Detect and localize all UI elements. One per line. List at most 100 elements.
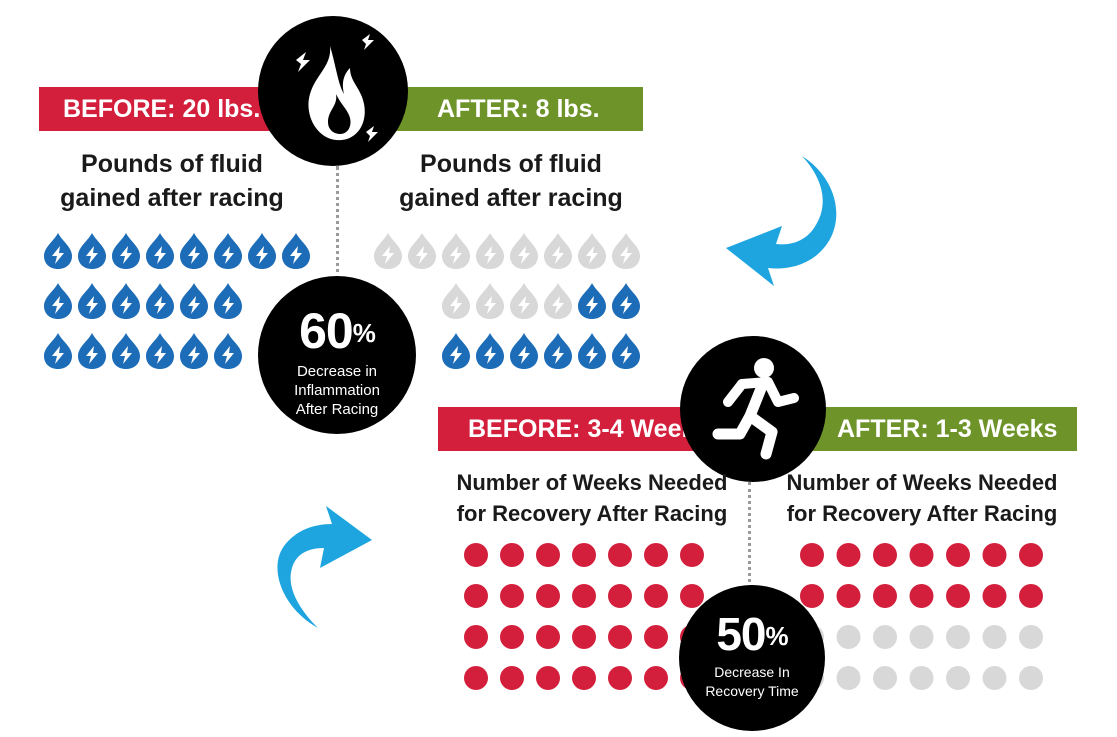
- recovery-value: 50%: [679, 611, 825, 657]
- water-drop-icon: [476, 283, 504, 319]
- water-drop-icon: [578, 333, 606, 369]
- before-fluid-label: BEFORE: 20 lbs.: [63, 94, 261, 123]
- week-dot: [680, 543, 704, 567]
- water-drop-icon: [442, 283, 470, 319]
- week-dot: [946, 543, 970, 567]
- water-drop-icon: [214, 333, 242, 369]
- week-dot: [873, 584, 897, 608]
- after-fluid-label: AFTER: 8 lbs.: [437, 94, 600, 123]
- week-dot: [536, 584, 560, 608]
- heading-line: gained after racing: [399, 184, 623, 212]
- inflammation-number: 60: [299, 303, 354, 359]
- inflammation-line: Inflammation: [294, 382, 380, 399]
- water-drop-icon: [112, 283, 140, 319]
- water-drop-icon: [578, 283, 606, 319]
- week-dot: [608, 666, 632, 690]
- water-drop-icon: [282, 233, 310, 269]
- recovery-divider: [748, 482, 751, 600]
- week-dot: [572, 666, 596, 690]
- week-dot: [1019, 584, 1043, 608]
- week-dot: [680, 584, 704, 608]
- water-drop-icon: [612, 233, 640, 269]
- water-drop-icon: [544, 333, 572, 369]
- week-dot: [536, 625, 560, 649]
- before-recovery-banner: BEFORE: 3-4 Weeks: [438, 407, 709, 451]
- week-dot: [572, 543, 596, 567]
- water-drop-icon: [248, 233, 276, 269]
- week-dot: [608, 543, 632, 567]
- week-dot: [572, 584, 596, 608]
- after-recovery-dots: [800, 543, 1043, 690]
- fluid-divider: [336, 166, 339, 280]
- water-drop-icon: [180, 283, 208, 319]
- after-fluid-drops: [374, 233, 640, 369]
- week-dot: [464, 584, 488, 608]
- water-drop-icon: [78, 333, 106, 369]
- water-drop-icon: [44, 333, 72, 369]
- water-drop-icon: [442, 333, 470, 369]
- heading-line: Number of Weeks Needed: [456, 470, 728, 495]
- week-dot: [982, 625, 1007, 649]
- week-dot: [873, 543, 897, 567]
- after-fluid-heading: Pounds of fluid gained after racing: [361, 147, 661, 215]
- inflammation-line: Decrease in: [296, 363, 378, 380]
- heading-line: gained after racing: [60, 184, 284, 212]
- week-dot: [500, 666, 524, 690]
- water-drop-icon: [476, 333, 504, 369]
- week-dot: [608, 584, 632, 608]
- flame-lightning-icon: [296, 34, 378, 142]
- week-dot: [946, 666, 970, 690]
- before-recovery-label: BEFORE: 3-4 Weeks: [468, 414, 710, 443]
- water-drop-icon: [374, 233, 402, 269]
- week-dot: [500, 625, 524, 649]
- inflammation-stat-circle: 60% Decrease in Inflammation After Racin…: [258, 276, 416, 434]
- week-dot: [644, 625, 668, 649]
- after-recovery-heading: Number of Weeks Needed for Recovery Afte…: [767, 467, 1077, 529]
- week-dot: [982, 666, 1007, 690]
- week-dot: [572, 625, 596, 649]
- water-drop-icon: [44, 233, 72, 269]
- week-dot: [536, 543, 560, 567]
- week-dot: [909, 584, 934, 608]
- curved-arrow-right-icon: [726, 156, 837, 286]
- week-dot: [464, 625, 488, 649]
- week-dot: [946, 584, 970, 608]
- week-dot: [836, 625, 861, 649]
- water-drop-icon: [612, 283, 640, 319]
- week-dot: [644, 543, 668, 567]
- week-dot: [644, 666, 668, 690]
- week-dot: [873, 666, 897, 690]
- heading-line: Pounds of fluid: [420, 150, 602, 178]
- water-drop-icon: [544, 283, 572, 319]
- water-drop-icon: [408, 233, 436, 269]
- week-dot: [464, 543, 488, 567]
- water-drop-icon: [112, 333, 140, 369]
- week-dot: [873, 625, 897, 649]
- water-drop-icon: [476, 233, 504, 269]
- inflammation-line: After Racing: [295, 401, 379, 418]
- week-dot: [946, 625, 970, 649]
- after-fluid-banner: AFTER: 8 lbs.: [395, 87, 643, 131]
- flame-circle: [258, 16, 408, 166]
- water-drop-icon: [442, 233, 470, 269]
- week-dot: [982, 584, 1007, 608]
- water-drop-icon: [78, 283, 106, 319]
- heading-line: for Recovery After Racing: [456, 501, 728, 526]
- week-dot: [800, 584, 824, 608]
- week-dot: [1019, 666, 1043, 690]
- week-dot: [1019, 625, 1043, 649]
- before-recovery-heading: Number of Weeks Needed for Recovery Afte…: [437, 467, 747, 529]
- water-drop-icon: [180, 233, 208, 269]
- week-dot: [500, 584, 524, 608]
- inflammation-value: 60%: [258, 306, 416, 356]
- week-dot: [500, 543, 524, 567]
- inflammation-unit: %: [352, 318, 376, 348]
- water-drop-icon: [180, 333, 208, 369]
- week-dot: [644, 584, 668, 608]
- recovery-line: Recovery Time: [705, 683, 799, 699]
- week-dot: [909, 543, 934, 567]
- week-dot: [1019, 543, 1043, 567]
- water-drop-icon: [78, 233, 106, 269]
- recovery-unit: %: [765, 621, 789, 651]
- water-drop-icon: [544, 233, 572, 269]
